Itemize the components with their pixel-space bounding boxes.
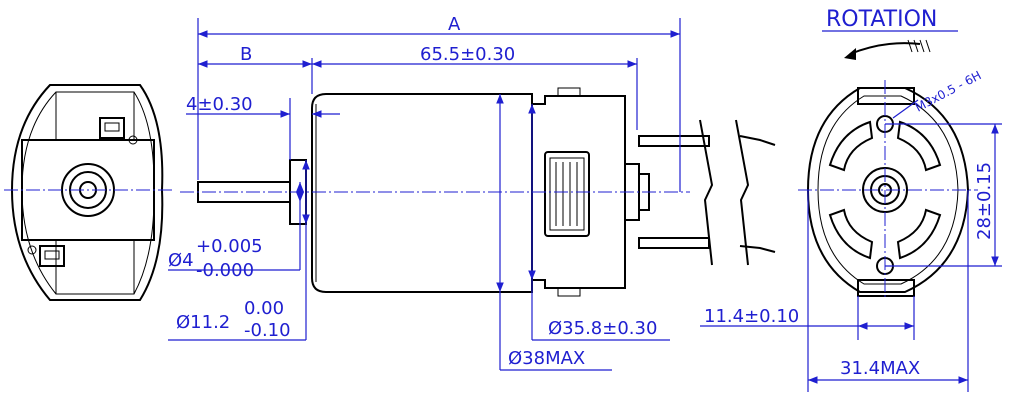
hole-spacing-label: 28±0.15 (974, 162, 995, 240)
body-dia-label: Ø35.8±0.30 (548, 318, 657, 339)
dim-b-label: B (240, 44, 252, 65)
side-view (180, 87, 776, 297)
boss-dia-label: Ø11.2 (176, 312, 230, 333)
rotation-arrow (849, 42, 921, 55)
dimension-lines (168, 18, 1002, 392)
boss-tol-lower: -0.10 (244, 320, 291, 341)
terminal-top-icon (99, 117, 125, 139)
thread-label: M3x0.5 - 6H (913, 68, 984, 115)
boss-tol-upper: 0.00 (244, 298, 284, 319)
shaft-tol-upper: +0.005 (196, 236, 263, 257)
rotation-label: ROTATION (826, 7, 937, 32)
shaft-dia-label: Ø4 (168, 250, 194, 271)
motor-can (311, 93, 533, 293)
width-max-label: 31.4MAX (840, 358, 920, 379)
dim-a-label: A (448, 14, 461, 35)
front-end-view (4, 84, 172, 301)
boss-length-label: 4±0.30 (186, 94, 253, 115)
flat-label: 11.4±0.10 (704, 306, 799, 327)
shaft-tol-lower: -0.000 (196, 260, 254, 281)
rear-end-view (798, 39, 978, 300)
terminal-bottom-icon (39, 245, 65, 267)
length-label: 65.5±0.30 (420, 44, 515, 65)
max-dia-label: Ø38MAX (508, 348, 585, 369)
